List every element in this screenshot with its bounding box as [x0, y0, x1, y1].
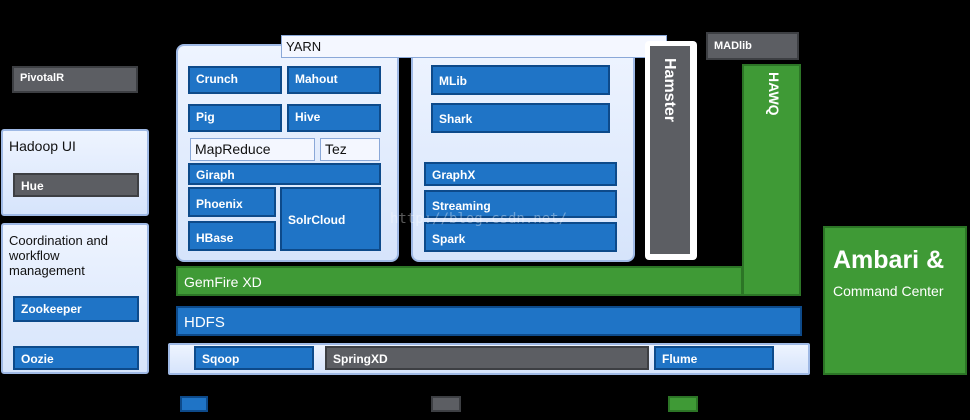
- madlib-box: MADlib: [706, 32, 799, 60]
- legend-blue-swatch: [180, 396, 208, 412]
- oozie-box: Oozie: [13, 346, 139, 370]
- sqoop-box: Sqoop: [194, 346, 314, 370]
- legend-grey-swatch: [431, 396, 461, 412]
- legend-green-swatch: [668, 396, 698, 412]
- spark-box: Spark: [424, 222, 617, 252]
- tez-box: Tez: [320, 138, 380, 161]
- hadoop-ui-label: Hadoop UI: [9, 138, 76, 154]
- coordination-panel: Coordination and workflow management Zoo…: [1, 223, 149, 374]
- mlib-box: MLib: [431, 65, 610, 95]
- pivotalr-box: PivotalR: [12, 66, 138, 93]
- hamster-inner: Hamster: [650, 46, 690, 254]
- mahout-box: Mahout: [287, 66, 381, 94]
- phoenix-box: Phoenix: [188, 187, 276, 217]
- giraph-box: Giraph: [188, 163, 381, 185]
- hdfs-box: HDFS: [176, 306, 802, 336]
- solrcloud-box: SolrCloud: [280, 187, 381, 251]
- pig-box: Pig: [188, 104, 282, 132]
- shark-box: Shark: [431, 103, 610, 133]
- coordination-label: Coordination and workflow management: [9, 233, 109, 278]
- watermark: http://blog.csdn.net/: [390, 211, 568, 227]
- springxd-box: SpringXD: [325, 346, 649, 370]
- hawq-label: HAWQ: [766, 72, 782, 116]
- flume-box: Flume: [654, 346, 774, 370]
- hbase-box: HBase: [188, 221, 276, 251]
- hadoop-ui-panel: Hadoop UI Hue: [1, 129, 149, 216]
- yarn-box: YARN: [281, 35, 667, 58]
- hamster-box: Hamster: [645, 41, 697, 260]
- hue-box: Hue: [13, 173, 139, 197]
- hamster-label: Hamster: [661, 58, 678, 123]
- ambari-subtitle: Command Center: [833, 283, 944, 299]
- streaming-box: Streaming: [424, 190, 617, 218]
- zookeeper-box: Zookeeper: [13, 296, 139, 322]
- mapreduce-box: MapReduce: [190, 138, 315, 161]
- hive-box: Hive: [287, 104, 381, 132]
- crunch-box: Crunch: [188, 66, 282, 94]
- ambari-box: Ambari & Command Center: [823, 226, 967, 375]
- gemfire-box: GemFire XD: [176, 266, 743, 296]
- graphx-box: GraphX: [424, 162, 617, 186]
- ambari-title: Ambari &: [833, 246, 945, 274]
- hawq-box: HAWQ: [742, 64, 801, 296]
